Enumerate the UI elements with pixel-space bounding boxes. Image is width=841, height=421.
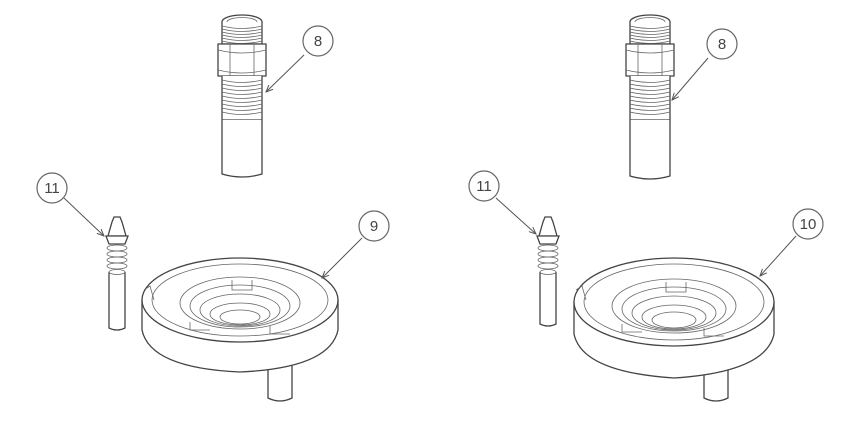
callout-11-left: 11 [36, 172, 104, 236]
callout-label: 10 [800, 216, 817, 233]
right-threaded-fitting [625, 14, 675, 180]
left-threaded-fitting [217, 14, 267, 178]
callout-label: 9 [370, 218, 378, 235]
left-assembly: 8 11 [36, 14, 390, 402]
right-pin [536, 216, 560, 327]
callout-label: 11 [476, 178, 492, 195]
right-assembly: 8 11 [468, 14, 824, 402]
callout-label: 8 [718, 36, 726, 53]
callout-10-right: 10 [760, 208, 824, 276]
left-base [141, 257, 339, 402]
callout-8-left: 8 [266, 25, 334, 92]
callout-8-right: 8 [672, 28, 738, 100]
right-base [573, 257, 775, 402]
left-pin [105, 216, 129, 331]
callout-label: 11 [44, 180, 60, 197]
callout-label: 8 [314, 33, 322, 50]
callout-9-left: 9 [322, 210, 390, 278]
callout-11-right: 11 [468, 170, 536, 234]
